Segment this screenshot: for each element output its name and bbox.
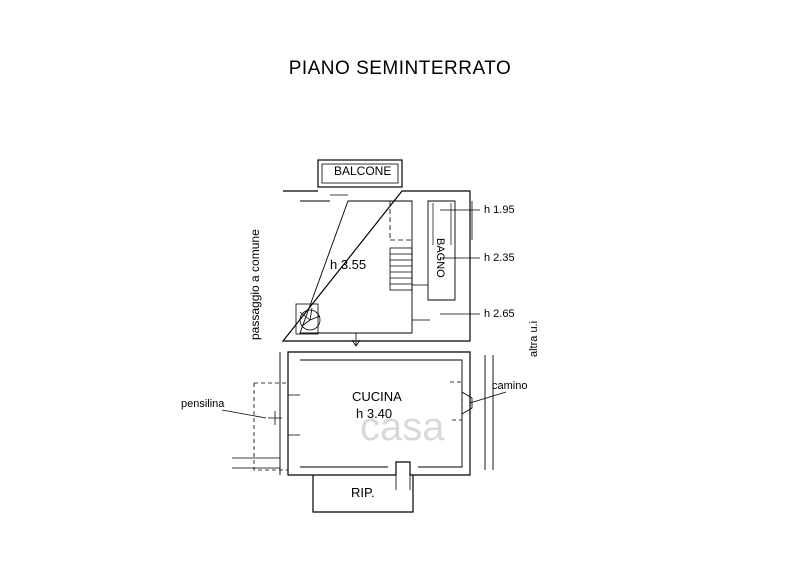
bathroom-walls: [427, 200, 456, 301]
upper-outer-wall: [281, 190, 471, 342]
height-label-3: h 2.65: [484, 308, 515, 320]
height-label-1: h 1.95: [484, 204, 515, 216]
fireplace-label: camino: [492, 380, 528, 392]
stairs: [389, 201, 413, 291]
storage-label: RIP.: [351, 485, 375, 500]
shared-passage-label: passaggio a comune: [248, 229, 262, 340]
canopy-label: pensilina: [181, 398, 225, 410]
kitchen-height-label: h 3.40: [356, 406, 393, 421]
fireplace: [450, 381, 507, 421]
canopy: [221, 382, 288, 471]
kitchen-label: CUCINA: [352, 389, 402, 404]
watermark: casa: [360, 405, 445, 449]
balcony-inner: [321, 163, 399, 184]
storage-outline: [312, 475, 414, 513]
living-height-label: h 3.55: [330, 257, 367, 272]
spiral-stair: [295, 303, 321, 335]
upper-inner-wall: [299, 200, 413, 334]
kitchen-outer-wall: [287, 351, 471, 476]
balcony-outline: [317, 159, 403, 188]
height-label-2: h 2.35: [484, 252, 515, 264]
bathroom-label: BAGNO: [434, 238, 446, 278]
balcony-label: BALCONE: [334, 164, 392, 178]
other-unit-label: altra u.i: [528, 320, 540, 357]
plan-title: PIANO SEMINTERRATO: [288, 58, 512, 79]
